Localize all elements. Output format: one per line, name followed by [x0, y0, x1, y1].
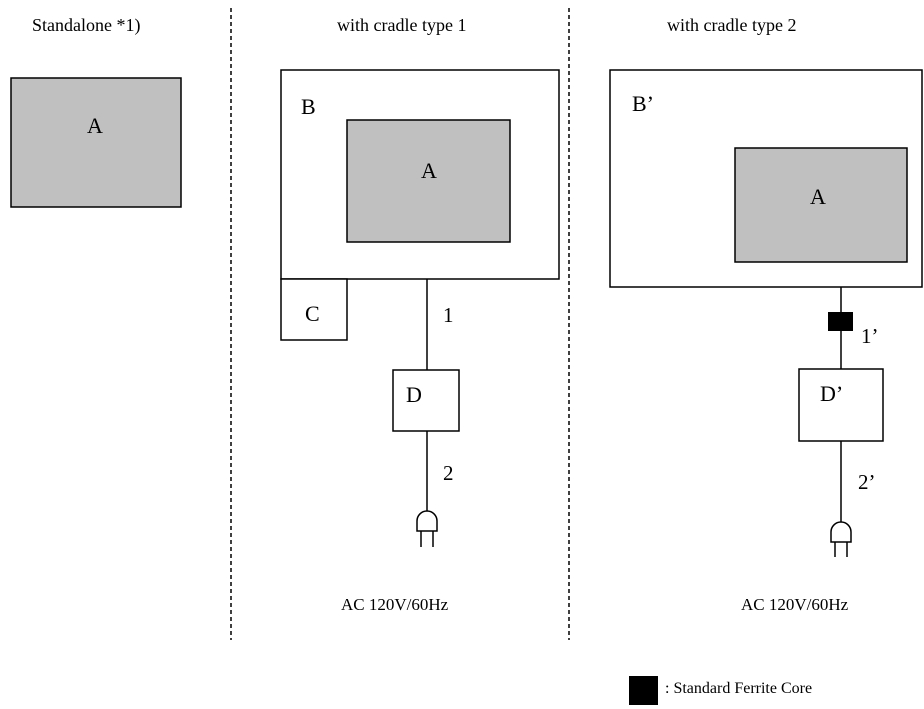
header-cradle-type-2: with cradle type 2 — [667, 15, 797, 35]
ac-plug-icon — [830, 521, 852, 557]
cradle1-adapter-label: D — [406, 382, 422, 407]
cradle1-cable-2-label: 2 — [443, 461, 454, 485]
cradle2-unit-label: A — [810, 184, 826, 209]
cradle1-cable-1-label: 1 — [443, 303, 454, 327]
legend-ferrite-label: : Standard Ferrite Core — [665, 680, 813, 697]
cradle2-label-b: B’ — [632, 91, 654, 116]
cradle2-cable-2-label: 2’ — [858, 470, 876, 494]
cradle1-label-b: B — [301, 94, 316, 119]
cradle1-power-label: AC 120V/60Hz — [341, 595, 449, 614]
cradle2-cable-1-label: 1’ — [861, 324, 879, 348]
cradle2-power-label: AC 120V/60Hz — [741, 595, 849, 614]
header-standalone: Standalone *1) — [32, 15, 141, 35]
cradle1-unit-box — [346, 119, 511, 243]
cradle1-unit-label: A — [421, 158, 437, 183]
ferrite-core-icon — [828, 312, 853, 331]
header-cradle-type-1: with cradle type 1 — [337, 15, 467, 35]
legend-ferrite-swatch — [629, 676, 658, 705]
ac-plug-icon — [416, 510, 438, 547]
standalone-unit-box — [10, 77, 182, 208]
cradle2-adapter-label: D’ — [820, 381, 844, 406]
cradle1-adapter-box — [392, 369, 460, 432]
cradle1-block-c-label: C — [305, 301, 320, 326]
cradle1-block-c — [280, 278, 348, 341]
cradle2-unit-box — [734, 147, 908, 263]
standalone-unit-label: A — [87, 113, 103, 138]
